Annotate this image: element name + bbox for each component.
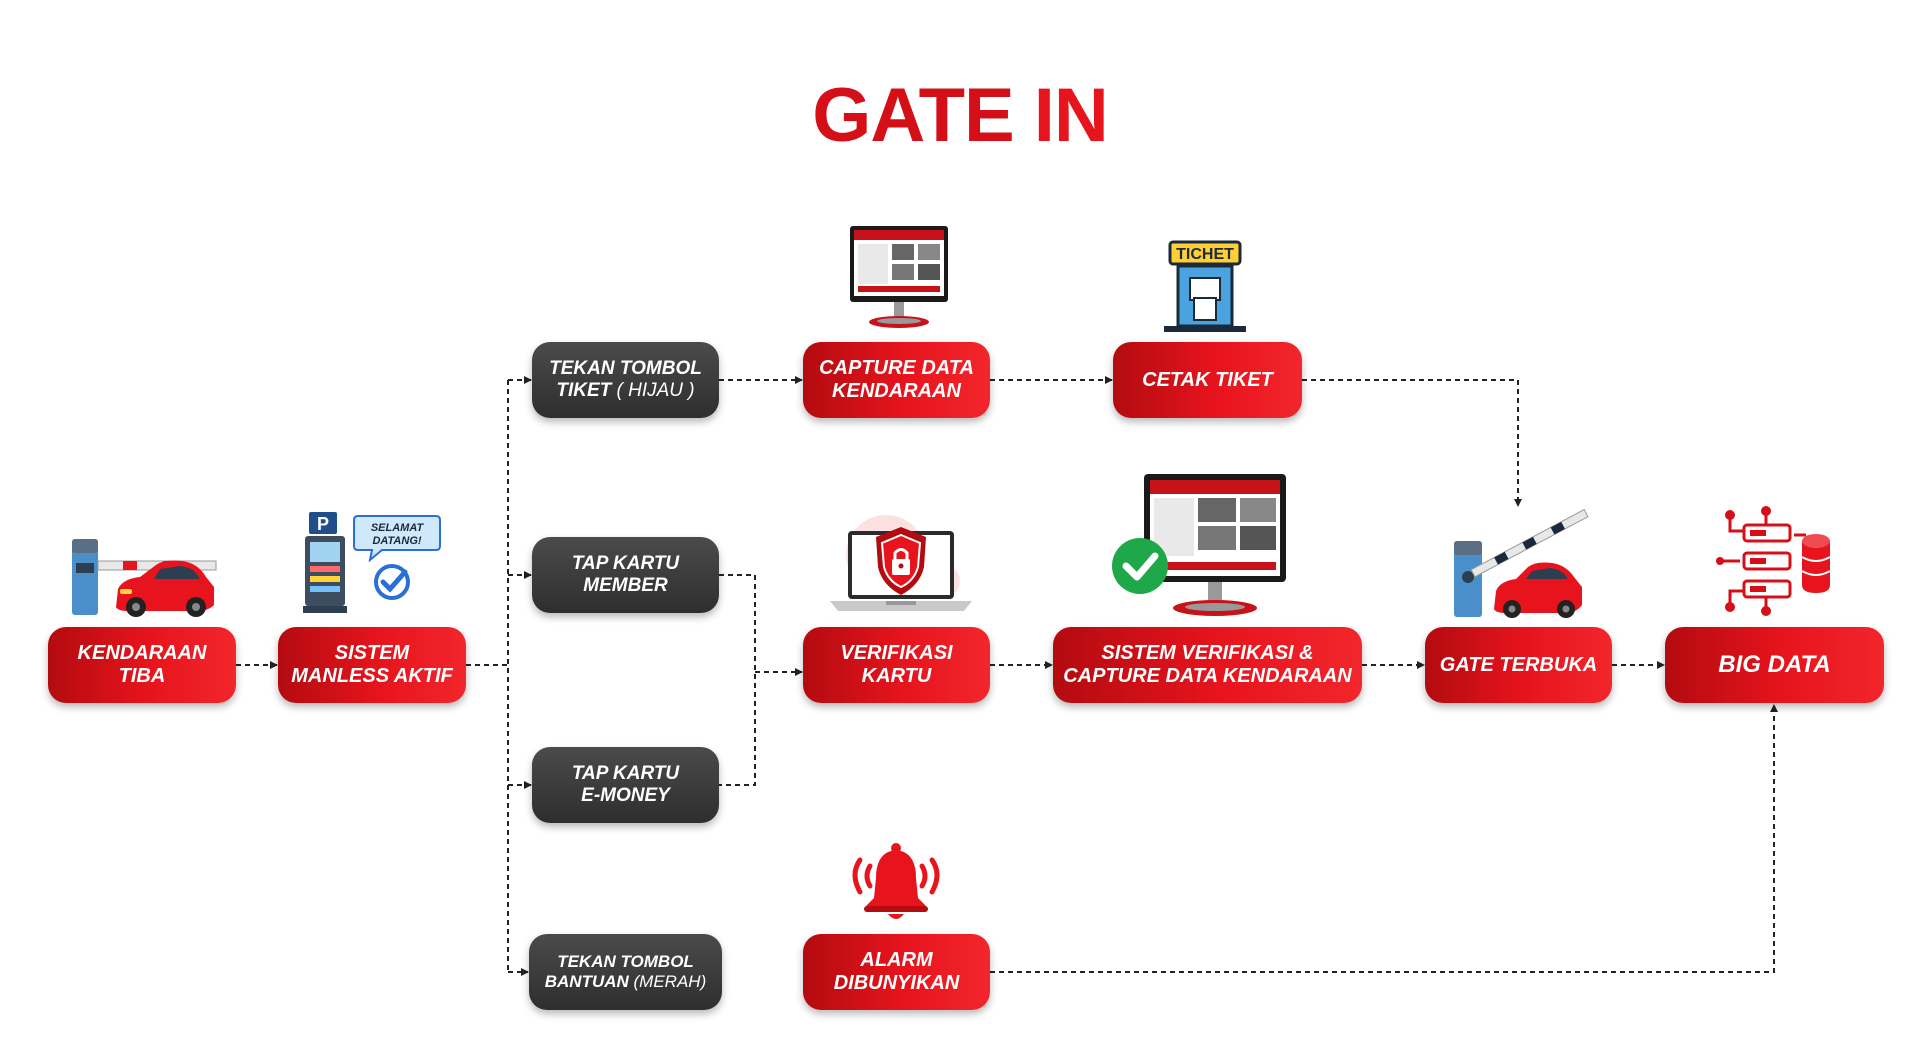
car-barrier-icon — [72, 539, 217, 617]
arrow-alarm-to-bigdata — [990, 704, 1778, 973]
check-circle-icon — [374, 564, 410, 600]
node-sistem-manless-line2: MANLESS AKTIF — [291, 665, 453, 687]
laptop-shield-icon — [830, 515, 972, 611]
node-sistem-verifikasi-line2: CAPTURE DATA KENDARAAN — [1063, 665, 1352, 687]
node-emoney-line1: TAP KARTU — [571, 763, 680, 785]
node-gate-terbuka: GATE TERBUKA — [1425, 627, 1612, 703]
node-member-line2: MEMBER — [583, 575, 668, 596]
page-title: GATE IN — [0, 72, 1920, 159]
gate-open-icon — [1454, 508, 1589, 618]
node-bantuan-line2-normal: (MERAH) — [628, 972, 707, 991]
node-capture-line2: KENDARAAN — [832, 380, 961, 402]
line-member-merge — [719, 574, 756, 786]
node-kendaraan-tiba-line1: KENDARAAN — [77, 642, 207, 664]
node-alarm-line1: ALARM — [860, 949, 933, 971]
node-alarm-line2: DIBUNYIKAN — [833, 972, 960, 994]
node-tiket-line2-normal: ( HIJAU ) — [611, 380, 695, 401]
node-verifikasi-line1: VERIFIKASI — [840, 642, 953, 664]
node-bigdata-line1: BIG DATA — [1718, 651, 1831, 679]
node-sistem-manless-line1: SISTEM — [334, 642, 410, 664]
speech-text-2: DATANG! — [372, 535, 421, 547]
node-big-data: BIG DATA — [1665, 627, 1884, 703]
ticket-machine-icon: TICHET — [1164, 240, 1246, 332]
node-cetak-line1: CETAK TIKET — [1142, 368, 1273, 391]
speech-bubble-icon: SELAMAT DATANG! — [353, 515, 441, 562]
title-in: IN — [1033, 73, 1109, 158]
monitor-verification-icon — [1112, 474, 1286, 616]
node-kendaraan-tiba-line2: TIBA — [118, 665, 166, 687]
node-sistem-verifikasi: SISTEM VERIFIKASI &CAPTURE DATA KENDARAA… — [1053, 627, 1362, 703]
node-bantuan-line2-bold: BANTUAN — [544, 972, 629, 991]
node-capture-line1: CAPTURE DATA — [819, 357, 974, 379]
title-gate: GATE — [812, 73, 1034, 158]
ticket-sign-text: TICHET — [1176, 246, 1234, 263]
node-bantuan-line1: TEKAN TOMBOL — [557, 952, 694, 972]
node-gate-line1: GATE TERBUKA — [1439, 653, 1598, 676]
speech-text-1: SELAMAT — [371, 522, 425, 534]
arrow-cetak-to-gate — [1302, 379, 1522, 507]
node-verifikasi-line2: KARTU — [861, 665, 932, 687]
node-emoney-line2: E-MONEY — [581, 785, 670, 806]
node-member-line1: TAP KARTU — [571, 553, 680, 575]
monitor-capture-icon — [850, 226, 948, 328]
alarm-bell-icon — [852, 843, 940, 919]
node-cetak-tiket: CETAK TIKET — [1113, 342, 1302, 418]
node-tiket-line2-bold: TIKET — [556, 380, 612, 401]
big-data-icon — [1716, 506, 1831, 616]
node-tiket-line1: TEKAN TOMBOL — [549, 358, 702, 380]
node-sistem-verifikasi-line1: SISTEM VERIFIKASI & — [1101, 642, 1314, 664]
parking-sign-letter: P — [317, 514, 329, 534]
parking-machine-icon: P — [303, 512, 347, 613]
